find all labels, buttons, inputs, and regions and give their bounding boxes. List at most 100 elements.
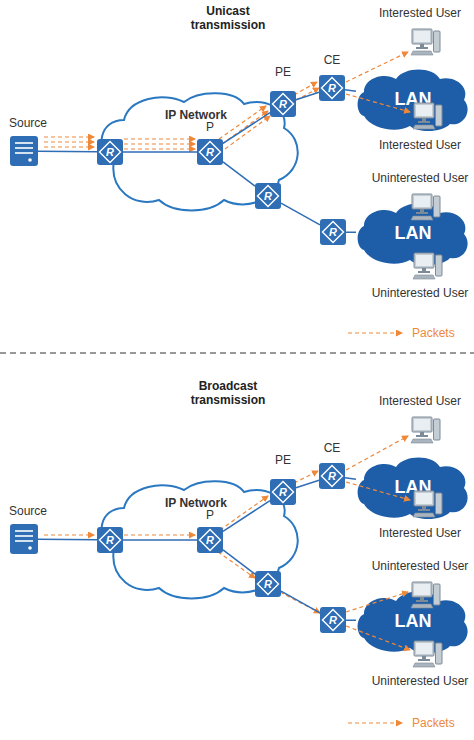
monitor-stand	[420, 209, 424, 212]
router-glyph: R	[197, 527, 223, 553]
router-icon: RCE	[319, 75, 345, 101]
router-glyph: R	[97, 527, 123, 553]
pc-shape	[413, 640, 443, 668]
packet-arrow	[280, 592, 320, 613]
lan-cloud: LAN	[356, 588, 470, 654]
network-link	[296, 92, 319, 100]
router-icon: RPE	[270, 479, 296, 505]
monitor	[414, 253, 434, 268]
computer-tower	[434, 196, 441, 217]
computer-tower	[434, 584, 441, 605]
router-label: PE	[275, 65, 291, 79]
panel-title: Broadcast transmission	[173, 379, 283, 407]
legend-item: Packets	[346, 716, 455, 730]
panel-title: Unicast transmission	[173, 4, 283, 32]
pc-shape	[413, 102, 443, 130]
packet-arrow	[294, 82, 317, 95]
source-server: Source	[10, 136, 38, 166]
monitor-base	[416, 212, 428, 214]
router-glyph: R	[319, 75, 345, 101]
server-shape	[10, 524, 38, 554]
monitor-stand	[420, 44, 424, 47]
router-glyph: R	[319, 463, 345, 489]
router-body	[319, 75, 345, 101]
user-computer: Uninterested User	[413, 252, 443, 280]
router-glyph: R	[197, 139, 223, 165]
packet-arrow	[44, 136, 94, 137]
server-body	[10, 524, 38, 554]
pc-shape	[411, 416, 441, 444]
server-slot	[15, 142, 33, 144]
monitor-stand	[422, 506, 426, 509]
server-led	[28, 158, 32, 162]
monitor-base	[418, 659, 430, 661]
user-label: Uninterested User	[372, 674, 469, 688]
router-icon: RP	[197, 139, 223, 165]
network-link	[296, 480, 319, 488]
pc-shape	[411, 581, 441, 609]
user-label: Interested User	[379, 138, 461, 152]
router-body	[319, 463, 345, 489]
monitor-stand	[422, 268, 426, 271]
cloud-label: LAN	[356, 66, 470, 132]
router-body	[197, 139, 223, 165]
keyboard	[411, 216, 433, 220]
router-icon: R	[320, 219, 346, 245]
router-glyph: R	[320, 607, 346, 633]
keyboard	[411, 439, 433, 443]
monitor	[412, 582, 432, 597]
user-computer: Uninterested User	[411, 193, 441, 221]
router-icon: RCE	[319, 463, 345, 489]
legend-line	[348, 722, 402, 723]
monitor	[412, 29, 432, 44]
router-body	[320, 219, 346, 245]
monitor	[412, 194, 432, 209]
pc-shape	[411, 28, 441, 56]
server-shape	[10, 136, 38, 166]
user-label: Interested User	[379, 6, 461, 20]
monitor-base	[418, 509, 430, 511]
cloud-label: LAN	[356, 200, 470, 266]
user-label: Interested User	[379, 526, 461, 540]
cloud-label: LAN	[356, 454, 470, 520]
monitor-base	[416, 600, 428, 602]
legend-text: Packets	[412, 716, 455, 730]
user-label: Uninterested User	[372, 286, 469, 300]
computer-tower	[434, 419, 441, 440]
monitor-screen	[414, 196, 430, 207]
monitor-stand	[420, 432, 424, 435]
keyboard	[413, 125, 435, 129]
monitor-screen	[416, 643, 432, 654]
network-link	[345, 478, 356, 479]
cloud-label: IP Network	[165, 108, 227, 122]
network-link	[346, 619, 356, 621]
router-glyph: R	[320, 219, 346, 245]
router-label: P	[206, 508, 214, 522]
monitor-stand	[422, 656, 426, 659]
server-body	[10, 136, 38, 166]
monitor-stand	[422, 118, 426, 121]
network-link	[345, 90, 356, 91]
packet-arrow	[296, 88, 319, 100]
monitor-screen	[414, 584, 430, 595]
router-icon: R	[255, 571, 281, 597]
pc-shape	[413, 490, 443, 518]
packet-arrow	[294, 471, 318, 483]
network-link	[281, 203, 320, 225]
network-link	[281, 591, 320, 613]
user-computer: Interested User	[411, 416, 441, 444]
router-icon: R	[320, 607, 346, 633]
cloud-outline	[102, 481, 298, 598]
computer-tower	[436, 643, 443, 664]
server-slot	[15, 540, 33, 542]
lan-cloud: LAN	[356, 200, 470, 266]
router-glyph: R	[255, 183, 281, 209]
router-body	[255, 183, 281, 209]
router-icon: RP	[197, 527, 223, 553]
router-body	[270, 479, 296, 505]
monitor-base	[418, 271, 430, 273]
network-link	[346, 231, 356, 233]
network-link	[38, 538, 97, 540]
keyboard	[413, 663, 435, 667]
router-glyph: R	[255, 571, 281, 597]
